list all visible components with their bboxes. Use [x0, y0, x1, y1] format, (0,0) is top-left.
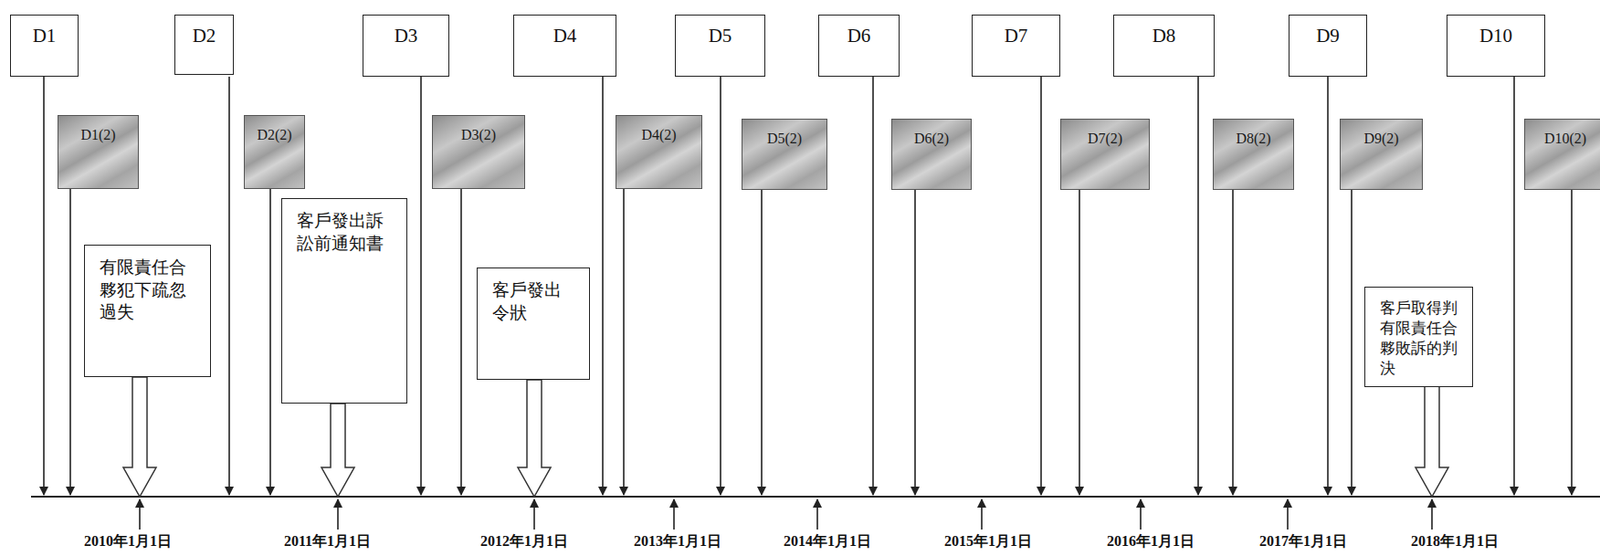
- defendant-box: D5: [674, 14, 766, 77]
- party-label: D1(2): [80, 126, 116, 144]
- event-callout-box: 客戶發出訴訟前通知書: [281, 198, 408, 404]
- date-label: 2016年1月1日: [1105, 532, 1197, 552]
- defendant-box: D10: [1446, 14, 1546, 77]
- shaded-defendant-box: D4(2): [615, 115, 703, 190]
- event-callout-box: 有限責任合夥犯下疏忽過失: [84, 244, 211, 378]
- date-label: 2011年1月1日: [282, 532, 373, 552]
- party-label: D9(2): [1363, 130, 1399, 148]
- shaded-defendant-box: D1(2): [57, 115, 139, 190]
- party-label: D7: [1004, 24, 1029, 48]
- shaded-defendant-box: D5(2): [741, 118, 828, 190]
- event-text: 客戶發出令狀: [492, 279, 568, 325]
- date-label: 2013年1月1日: [631, 532, 724, 552]
- date-label: 2018年1月1日: [1409, 532, 1501, 552]
- party-label: D8: [1152, 24, 1177, 48]
- date-label: 2010年1月1日: [82, 532, 174, 552]
- defendant-box: D7: [971, 14, 1061, 77]
- date-label: 2012年1月1日: [478, 532, 570, 552]
- party-label: D8(2): [1235, 130, 1271, 148]
- party-label: D9: [1315, 24, 1340, 48]
- party-label: D4: [553, 24, 578, 48]
- date-label: 2014年1月1日: [781, 532, 874, 552]
- defendant-box: D3: [362, 14, 450, 77]
- defendant-box: D4: [513, 14, 617, 77]
- drop-lines: [43, 76, 1572, 495]
- party-label: D1: [32, 24, 57, 48]
- defendant-box: D1: [10, 14, 79, 77]
- party-label: D3: [394, 24, 419, 48]
- shaded-defendant-box: D2(2): [243, 115, 306, 190]
- party-label: D10: [1479, 24, 1513, 48]
- date-ticks: [139, 499, 1432, 530]
- event-text: 客戶取得判有限責任合夥敗訴的判決: [1379, 298, 1463, 379]
- defendant-box: D9: [1288, 14, 1368, 77]
- shaded-defendant-box: D6(2): [891, 118, 972, 190]
- party-label: D4(2): [641, 126, 676, 144]
- event-callout-box: 客戶取得判有限責任合夥敗訴的判決: [1364, 286, 1474, 388]
- party-label: D10(2): [1544, 130, 1587, 148]
- date-label: 2015年1月1日: [942, 532, 1034, 552]
- event-callout-box: 客戶發出令狀: [476, 267, 590, 380]
- event-text: 有限責任合夥犯下疏忽過失: [99, 256, 192, 325]
- party-label: D5(2): [767, 130, 802, 148]
- shaded-defendant-box: D9(2): [1339, 118, 1423, 190]
- party-label: D2(2): [256, 126, 292, 144]
- party-label: D2: [192, 24, 217, 48]
- shaded-defendant-box: D7(2): [1060, 118, 1150, 190]
- party-label: D6: [847, 24, 872, 48]
- time-axis: [31, 496, 1600, 498]
- shaded-defendant-box: D3(2): [431, 115, 526, 190]
- defendant-box: D6: [818, 14, 900, 77]
- party-label: D3(2): [461, 126, 496, 144]
- party-label: D6(2): [914, 130, 949, 148]
- party-label: D7(2): [1087, 130, 1123, 148]
- shaded-defendant-box: D8(2): [1212, 118, 1295, 190]
- event-text: 客戶發出訴訟前通知書: [296, 210, 390, 255]
- shaded-defendant-box: D10(2): [1524, 118, 1600, 190]
- date-label: 2017年1月1日: [1257, 532, 1349, 552]
- defendant-box: D2: [174, 14, 234, 75]
- defendant-box: D8: [1113, 14, 1215, 77]
- party-label: D5: [708, 24, 733, 48]
